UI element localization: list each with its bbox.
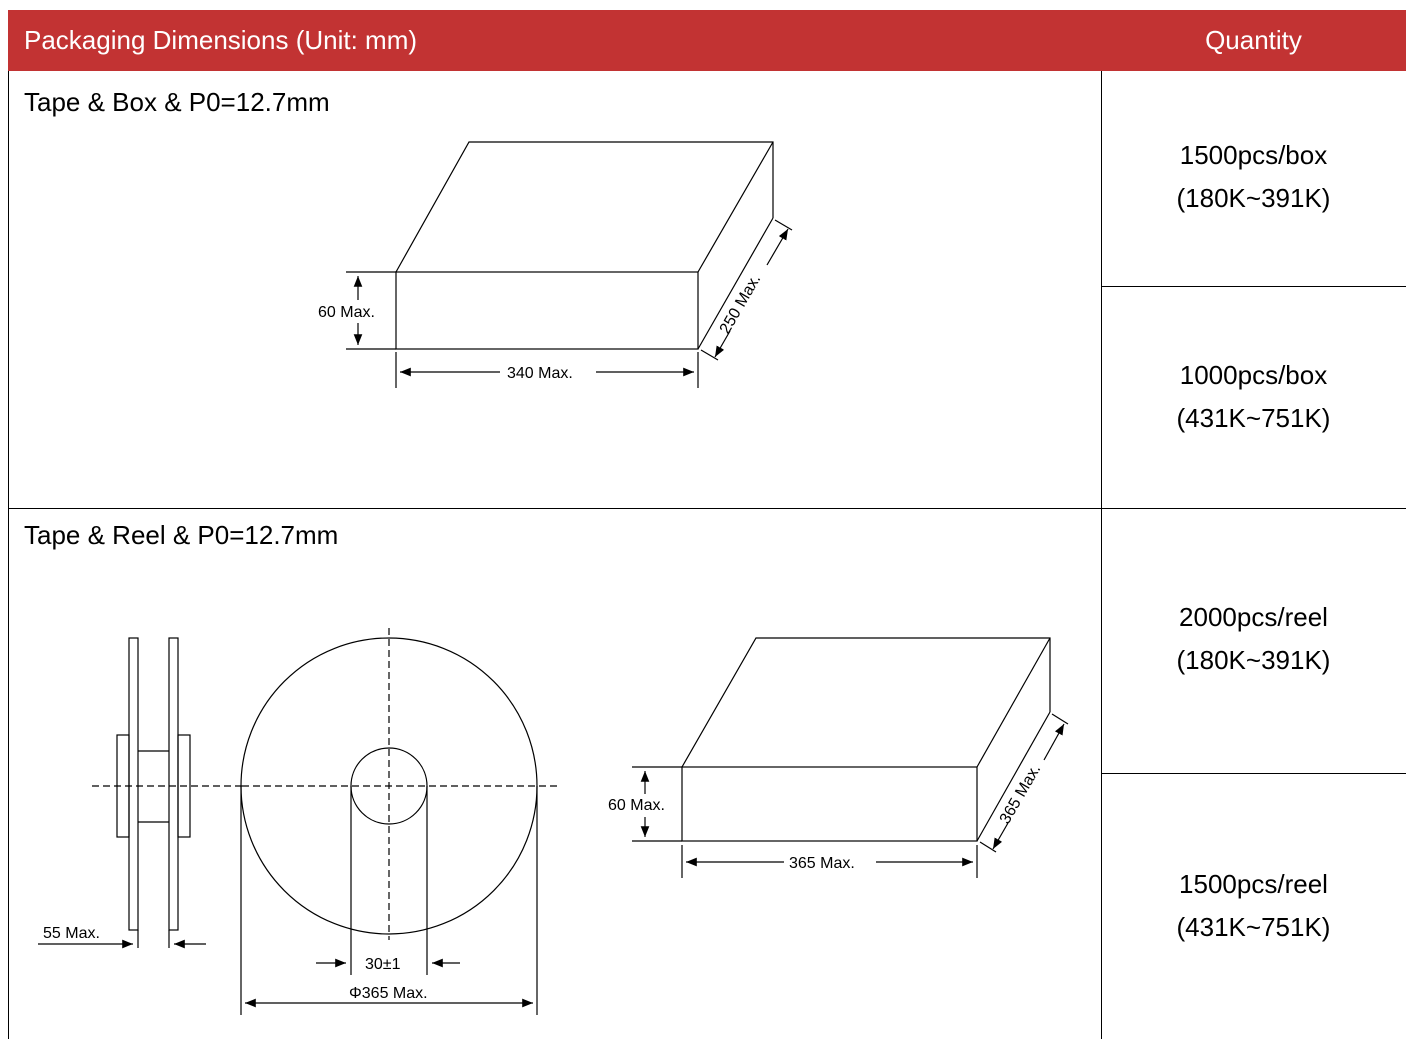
quantity-cell: 1500pcs/box (180K~391K) — [1101, 134, 1406, 220]
quantity-amount: 1500pcs/box — [1179, 140, 1328, 170]
header-quantity: Quantity — [1101, 10, 1406, 71]
row-label-reel: Tape & Reel & P0=12.7mm — [24, 520, 339, 550]
quantity-divider-bottom — [1101, 773, 1406, 774]
reel-front-drawing — [240, 628, 560, 1015]
packaging-table: Packaging Dimensions (Unit: mm) Quantity… — [8, 10, 1406, 1039]
quantity-cell: 1500pcs/reel (431K~751K) — [1101, 863, 1406, 949]
reel-box-width-label: 365 Max. — [789, 855, 855, 872]
reel-side-drawing — [38, 637, 242, 949]
quantity-cell: 2000pcs/reel (180K~391K) — [1101, 596, 1406, 682]
box-drawing — [346, 141, 793, 388]
reel-box-drawing — [632, 637, 1069, 878]
quantity-range: (180K~391K) — [1176, 183, 1331, 213]
row-label-box: Tape & Box & P0=12.7mm — [24, 87, 330, 117]
hub-label: 30±1 — [365, 956, 401, 973]
box-height-label: 60 Max. — [318, 304, 375, 321]
row-divider — [8, 508, 1406, 509]
column-divider — [1101, 71, 1102, 1039]
quantity-cell: 1000pcs/box (431K~751K) — [1101, 354, 1406, 440]
quantity-range: (180K~391K) — [1176, 645, 1331, 675]
quantity-amount: 1000pcs/box — [1179, 360, 1328, 390]
reel-box-height-label: 60 Max. — [608, 797, 665, 814]
box-width-label: 340 Max. — [507, 365, 573, 382]
quantity-range: (431K~751K) — [1176, 912, 1331, 942]
diameter-label: Φ365 Max. — [349, 985, 428, 1002]
header-dimensions: Packaging Dimensions (Unit: mm) — [8, 10, 1101, 71]
quantity-divider-top — [1101, 286, 1406, 287]
reel-width-label: 55 Max. — [43, 925, 100, 942]
quantity-amount: 2000pcs/reel — [1179, 602, 1328, 632]
quantity-amount: 1500pcs/reel — [1179, 869, 1328, 899]
table-left-border — [8, 71, 9, 1039]
quantity-range: (431K~751K) — [1176, 403, 1331, 433]
